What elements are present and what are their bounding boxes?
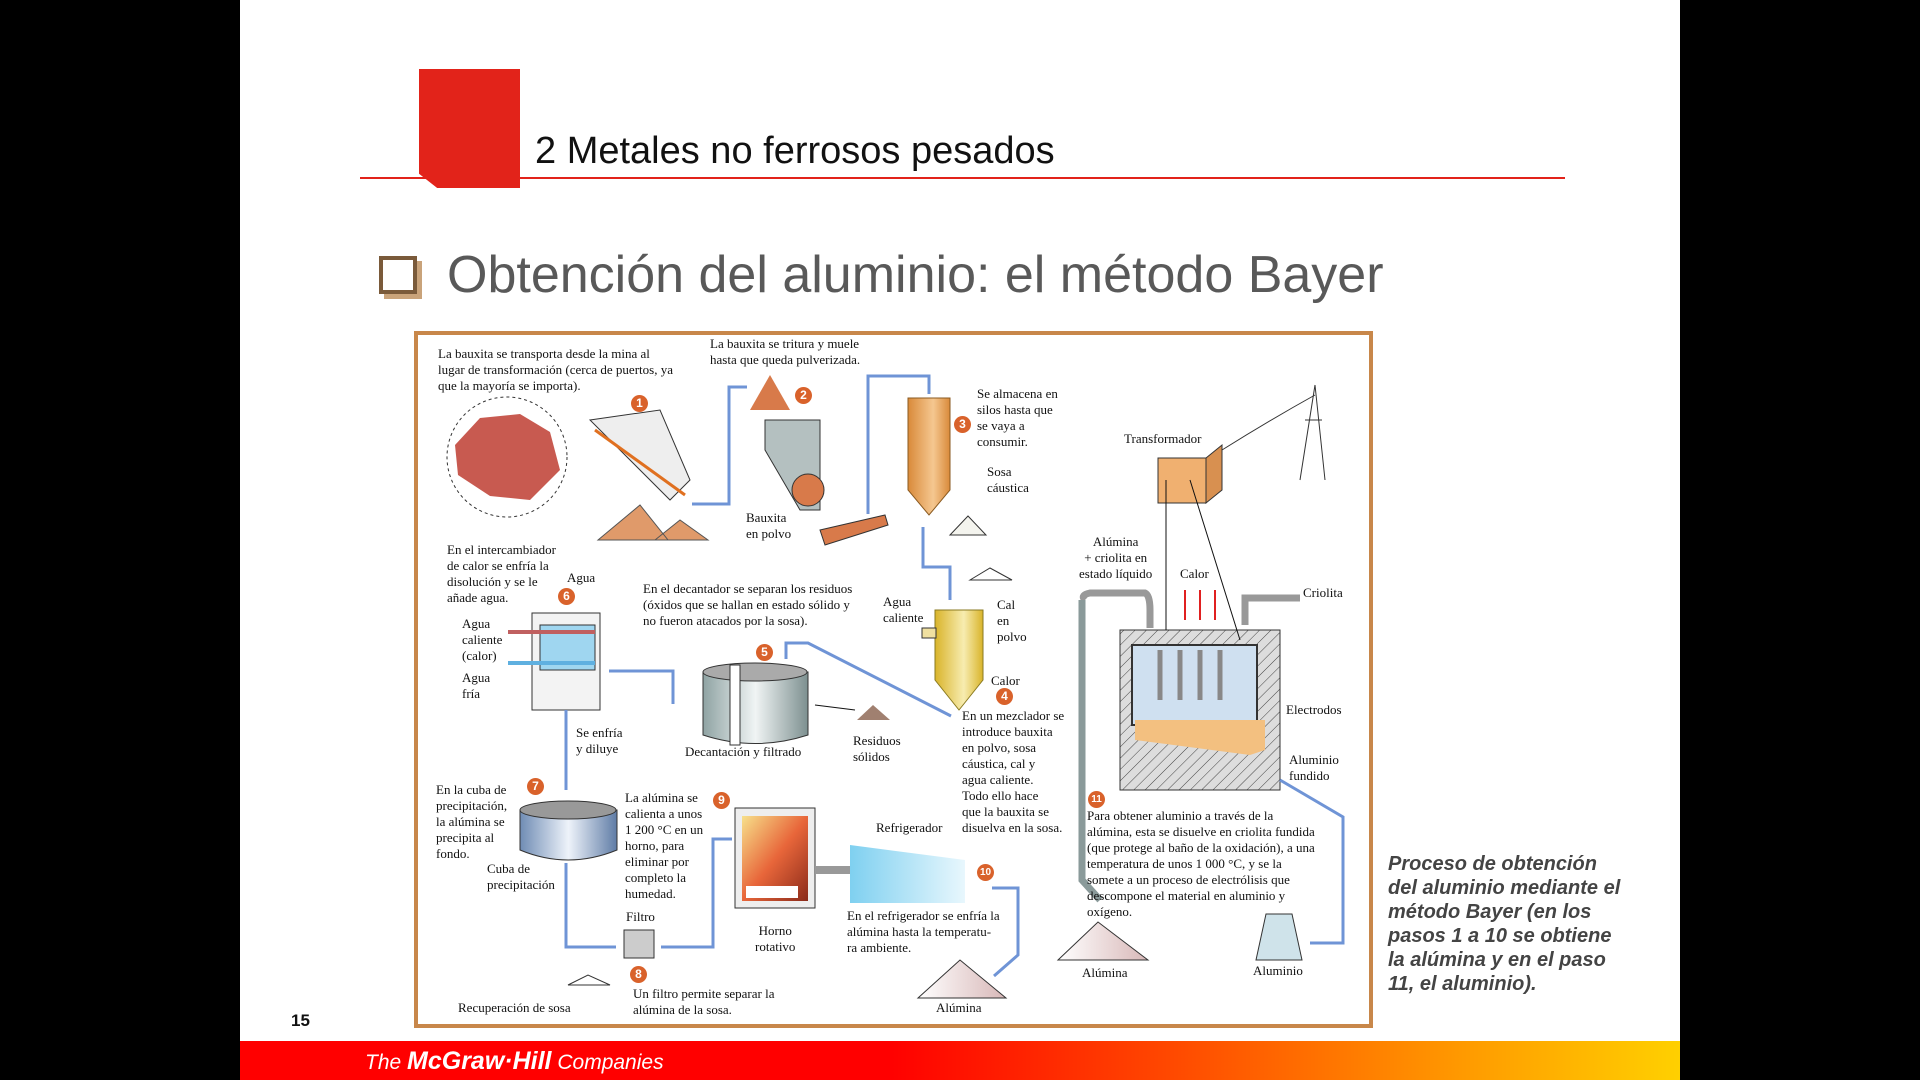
rotary-oven-icon [734,807,816,909]
hot-water-label: Agua caliente [883,594,924,625]
step-2-text: La bauxita se tritura y muele hasta que … [710,336,861,367]
alumina-pile-icon [916,921,1150,999]
decantation-label: Decantación y filtrado [685,744,802,759]
power-tower-icon [1299,384,1326,481]
refrigerator-icon [815,845,965,903]
alumina-cryolite-label: Alúmina + criolita en estado líquido [1079,534,1153,581]
molten-aluminium-label: Aluminio fundido [1289,752,1339,783]
step-3-badge: 3 [954,416,971,433]
transformer-icon [1157,394,1316,505]
step-7-text: En la cuba de precipitación, la alúmina … [436,782,508,861]
precipitation-tank-icon [519,800,618,861]
step-6-text: En el intercambiador de calor se enfría … [447,542,557,605]
step-1-badge: 1 [631,395,648,412]
bauxite-pile-icon [596,504,710,541]
bayer-process-diagram: La bauxita se transporta desde la mina a… [414,331,1373,1028]
transformer-label: Transformador [1124,431,1202,446]
oven-label: Horno rotativo [755,923,796,954]
step-7-badge: 7 [527,778,544,795]
lime-powder-label: Cal en polvo [997,597,1027,644]
solid-waste-label: Residuos sólidos [853,733,901,764]
caustic-soda-label: Sosa cáustica [987,464,1029,495]
diagram-drawings [446,374,1345,999]
checkbox-bullet-icon [379,256,417,294]
soda-recovery-label: Recuperación de sosa [458,1000,571,1015]
heat-exchanger-icon [508,612,601,711]
step-5-badge: 5 [756,644,773,661]
step-8-text: Un filtro permite separar la alúmina de … [633,986,775,1017]
step-8-badge: 8 [630,966,647,983]
alumina-output-label: Alúmina [936,1000,982,1015]
publisher-logo: The McGraw·Hill Companies [365,1047,664,1075]
powder-bauxite-label: Bauxita en polvo [746,510,792,541]
step-4-text: En un mezclador se introduce bauxita en … [962,708,1065,835]
step-5-text: En el decantador se separan los residuos… [643,581,853,628]
aluminium-block-icon [1255,913,1303,961]
ship-icon [588,409,691,501]
step-11-badge: 11 [1088,791,1105,808]
electrodes-label: Electrodos [1286,702,1342,717]
cool-dilute-label: Se enfría y diluye [576,725,623,756]
decanter-icon [702,662,890,746]
filter-icon [567,929,655,986]
title-divider [360,177,1565,179]
bauxite-rock-icon [446,396,568,518]
tank-label: Cuba de precipitación [487,861,555,892]
step-10-text: En el refrigerador se enfría la alúmina … [847,908,1000,955]
crusher-icon [750,375,889,546]
step-9-text: La alúmina se calienta a unos 1 200 °C e… [625,790,704,901]
process-flow-arrows [564,374,1345,978]
filter-label: Filtro [626,909,655,924]
aluminium-label: Aluminio [1253,963,1303,978]
slide-title: 2 Metales no ferrosos pesados [535,130,1055,172]
mixer-heat-label: Calor [991,673,1020,688]
step-2-badge: 2 [795,387,812,404]
step-1-text: La bauxita se transporta desde la mina a… [438,346,673,393]
heat-label: Calor [1180,566,1209,581]
refrigerator-label: Refrigerador [876,820,943,835]
cryolite-label: Criolita [1303,585,1343,600]
step-9-badge: 9 [713,792,730,809]
step-3-text: Se almacena en silos hasta que se vaya a… [977,386,1058,449]
silo-icon [907,397,988,536]
figure-caption: Proceso de obtención del aluminio median… [1388,853,1621,995]
step-10-badge: 10 [977,864,994,881]
footer-bar: The McGraw·Hill Companies [240,1041,1680,1080]
hot-water-heat-label: Agua caliente (calor) [462,616,503,663]
cold-water-label: Agua fría [462,670,491,701]
slide-heading: Obtención del aluminio: el método Bayer [447,246,1384,304]
electrolysis-cell-icon [1078,479,1300,903]
step-4-badge: 4 [996,688,1013,705]
section-marker [419,69,520,188]
water-label: Agua [567,570,596,585]
mixer-icon [921,567,1013,711]
alumina-label: Alúmina [1082,965,1128,980]
step-6-badge: 6 [558,588,575,605]
step-11-text: Para obtener aluminio a través de la alú… [1087,808,1315,919]
page-number: 15 [291,1011,310,1030]
